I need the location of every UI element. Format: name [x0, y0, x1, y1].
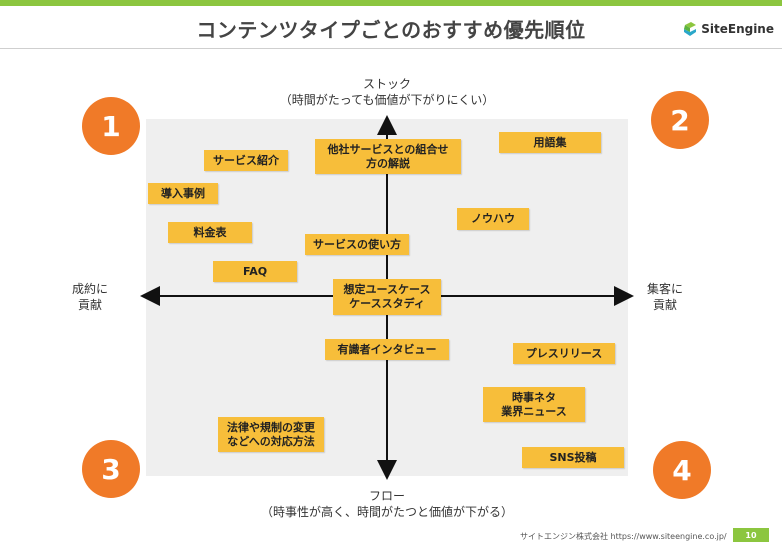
bottom-axis-label-main: フロー — [368, 489, 405, 503]
item-competitor-combination-line2: 方の解説 — [366, 156, 410, 170]
item-glossary: 用語集 — [499, 132, 601, 153]
item-industry-news-line2: 業界ニュース — [501, 404, 567, 418]
item-regulation-response-line1: 法律や規制の変更 — [227, 420, 315, 434]
right-axis-label-line2: 貢献 — [652, 298, 677, 312]
right-axis-label: 集客に 貢献 — [635, 281, 695, 313]
quadrant-1-badge: 1 — [82, 97, 140, 155]
item-use-cases-line1: 想定ユースケース — [343, 283, 431, 296]
title-divider — [0, 48, 782, 49]
item-service-intro: サービス紹介 — [204, 150, 288, 171]
logo: SiteEngine — [682, 18, 774, 40]
item-expert-interview: 有識者インタビュー — [325, 339, 449, 360]
item-sns-posts: SNS投稿 — [522, 447, 624, 468]
item-competitor-combination: 他社サービスとの組合せ 方の解説 — [315, 139, 461, 174]
item-competitor-combination-line1: 他社サービスとの組合せ — [327, 142, 449, 156]
item-use-cases-line2: ケーススタディ — [349, 297, 425, 310]
item-how-to-use: サービスの使い方 — [305, 234, 409, 255]
item-industry-news: 時事ネタ 業界ニュース — [483, 387, 585, 422]
item-use-cases: 想定ユースケース ケーススタディ — [333, 279, 441, 315]
logo-text: SiteEngine — [701, 22, 774, 36]
item-case-studies: 導入事例 — [148, 183, 218, 204]
siteengine-logo-icon — [684, 22, 697, 36]
bottom-axis-label: フロー （時事性が高く、時間がたつと価値が下がる） — [217, 488, 557, 520]
item-faq: FAQ — [213, 261, 297, 282]
top-axis-label-main: ストック — [362, 77, 411, 91]
item-pricing: 料金表 — [168, 222, 252, 243]
footer-company: サイトエンジン株式会社 https://www.siteengine.co.jp… — [520, 532, 727, 541]
item-regulation-response-line2: などへの対応方法 — [227, 434, 315, 448]
top-axis-label-sub: （時間がたっても価値が下がりにくい） — [279, 93, 495, 107]
quadrant-3-badge: 3 — [82, 440, 140, 498]
quadrant-2-badge: 2 — [651, 91, 709, 149]
item-regulation-response: 法律や規制の変更 などへの対応方法 — [218, 417, 324, 452]
item-knowhow: ノウハウ — [457, 208, 529, 230]
right-axis-label-line1: 集客に — [646, 282, 683, 296]
top-axis-label: ストック （時間がたっても価値が下がりにくい） — [237, 76, 537, 108]
quadrant-4-badge: 4 — [653, 441, 711, 499]
item-press-release: プレスリリース — [513, 343, 615, 364]
item-industry-news-line1: 時事ネタ — [512, 390, 556, 404]
page-title: コンテンツタイプごとのおすすめ優先順位 — [196, 18, 586, 42]
bottom-axis-label-sub: （時事性が高く、時間がたつと価値が下がる） — [260, 505, 513, 519]
page-number: 10 — [733, 528, 769, 542]
left-axis-label: 成約に 貢献 — [60, 281, 120, 313]
left-axis-label-line1: 成約に — [71, 282, 108, 296]
top-accent-bar — [0, 0, 782, 6]
left-axis-label-line2: 貢献 — [77, 298, 102, 312]
